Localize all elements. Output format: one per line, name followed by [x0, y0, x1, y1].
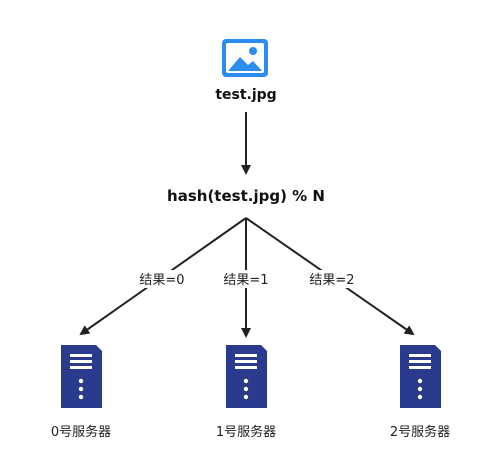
edge-label-2: 结果=2	[309, 273, 354, 288]
file-name-label: test.jpg	[215, 87, 276, 103]
server-label-0: 0号服务器	[51, 424, 111, 440]
server-icon	[400, 345, 441, 408]
hash-expression: hash(test.jpg) % N	[167, 187, 325, 205]
server-icon	[61, 345, 102, 408]
server-label-1: 1号服务器	[216, 424, 276, 440]
server-icon	[226, 345, 267, 408]
edge-label-0: 结果=0	[139, 273, 184, 288]
edge-label-1: 结果=1	[223, 273, 268, 288]
image-file-icon	[222, 39, 268, 77]
server-label-2: 2号服务器	[390, 424, 450, 440]
